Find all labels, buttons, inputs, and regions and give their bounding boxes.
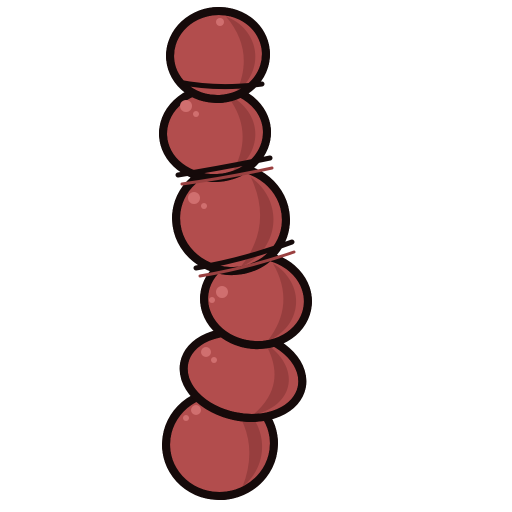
- segment-shade: [252, 343, 289, 415]
- highlight-dot-2: [193, 111, 199, 117]
- highlight-dot-7: [201, 347, 211, 357]
- highlight-dot-1: [180, 100, 192, 112]
- link-crease-1: [175, 155, 273, 178]
- sausage-creases: [175, 79, 296, 278]
- segment-shade: [240, 177, 274, 267]
- link-crease-inner-1: [180, 166, 274, 186]
- highlight-dot-6: [209, 297, 215, 303]
- highlight-dot-8: [211, 357, 217, 363]
- sausage-highlights: [180, 18, 228, 421]
- link-crease-inner-2: [198, 250, 296, 278]
- highlight-dot-9: [191, 405, 201, 415]
- link-crease-2: [193, 239, 295, 271]
- segment-outline: [166, 6, 270, 104]
- segment-shade: [225, 94, 256, 172]
- highlight-dot-10: [183, 415, 189, 421]
- sausage-segment-1: [166, 6, 270, 104]
- highlight-dot-11: [216, 18, 224, 26]
- highlight-dot-4: [201, 203, 207, 209]
- link-crease-3: [175, 79, 265, 90]
- segment-shade: [226, 16, 256, 93]
- sausage-segment-5: [179, 328, 307, 422]
- highlight-dot-3: [188, 192, 200, 204]
- highlight-dot-5: [216, 286, 228, 298]
- segment-shade: [267, 263, 297, 342]
